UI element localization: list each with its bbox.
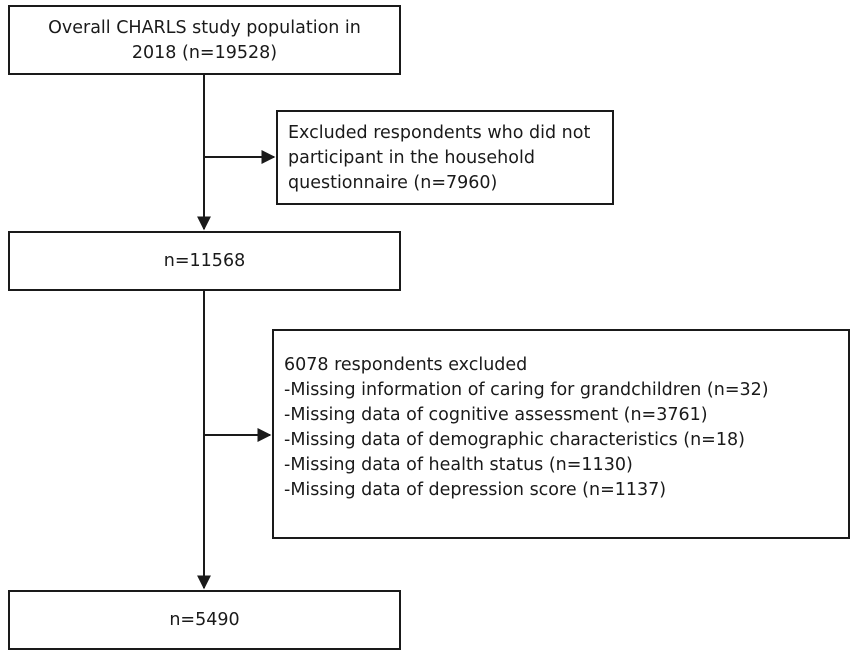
missing-exclusion-item: -Missing information of caring for grand… [284,380,769,400]
intermediate-sample-box: n=11568 [8,231,401,291]
missing-exclusion-item: -Missing data of demographic characteris… [284,430,745,450]
missing-exclusion-item: -Missing data of cognitive assessment (n… [284,405,708,425]
household-exclusion-line-2: participant in the household [288,148,535,168]
missing-exclusion-heading: 6078 respondents excluded [284,355,528,375]
study-population-box: Overall CHARLS study population in 2018 … [8,5,401,75]
missing-data-exclusion-box: 6078 respondents excluded -Missing infor… [272,329,850,539]
missing-exclusion-item: -Missing data of health status (n=1130) [284,455,633,475]
household-exclusion-box: Excluded respondents who did not partici… [276,110,614,205]
missing-exclusion-item: -Missing data of depression score (n=113… [284,480,667,500]
intermediate-sample-label: n=11568 [163,251,246,271]
study-population-line-2: 2018 (n=19528) [131,43,278,63]
household-exclusion-line-1: Excluded respondents who did not [288,123,591,143]
final-sample-label: n=5490 [169,610,240,630]
final-sample-box: n=5490 [8,590,401,650]
study-population-line-1: Overall CHARLS study population in [48,18,361,38]
household-exclusion-line-3: questionnaire (n=7960) [288,173,498,193]
